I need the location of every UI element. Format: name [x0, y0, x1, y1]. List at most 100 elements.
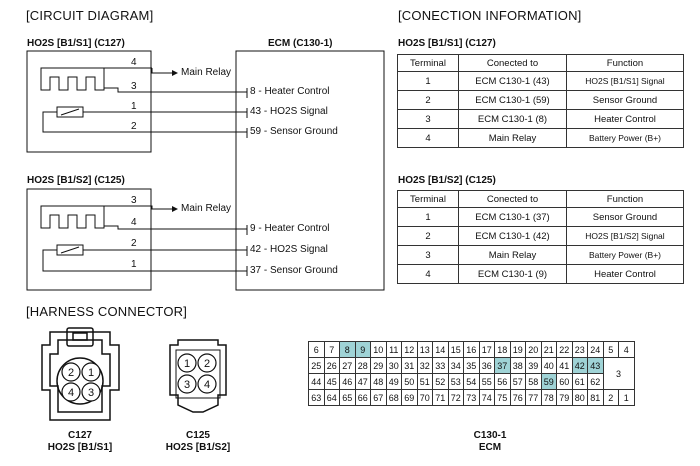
ecm-pin-cell: 23 — [571, 341, 588, 358]
s2-ecm-pin-label: 9 - Heater Control — [250, 223, 330, 234]
ecm-pin-cell: 2 — [602, 389, 619, 406]
ecm-pin-cell: 66 — [354, 389, 371, 406]
ecm-pin-cell: 73 — [463, 389, 480, 406]
ecm-pin-cell: 80 — [571, 389, 588, 406]
table-row: 1 ECM C130-1 (43) HO2S [B1/S1] Signal — [397, 71, 684, 91]
ecm-pin-cell: 30 — [385, 357, 402, 374]
cell: Main Relay — [458, 128, 567, 148]
ecm-pin-cell: 70 — [416, 389, 433, 406]
ecm-pin-cell: 63 — [308, 389, 325, 406]
ecm-pin-cell: 35 — [463, 357, 480, 374]
ecm-pin-cell: 41 — [556, 357, 573, 374]
cell: 4 — [397, 264, 459, 284]
ecm-caption: C130-1 ECM — [440, 430, 540, 454]
c127-pin-label: 4 — [68, 387, 74, 399]
ecm-pin-cell: 34 — [447, 357, 464, 374]
ecm-pin-cell: 37 — [494, 357, 511, 374]
ecm-pin-cell: 50 — [401, 373, 418, 390]
ecm-pin-cell: 5 — [602, 341, 619, 358]
ecm-pin-cell: 1 — [618, 389, 635, 406]
ecm-pin-cell: 36 — [478, 357, 495, 374]
ecm-pin-cell: 21 — [540, 341, 557, 358]
ecm-pin-cell: 72 — [447, 389, 464, 406]
ecm-caption-name: ECM — [478, 442, 502, 453]
ecm-pin-cell: 39 — [525, 357, 542, 374]
c125-caption-id: C125 — [186, 430, 210, 441]
c127-pin — [61, 362, 81, 382]
s1-wire-num: 4 — [131, 57, 137, 68]
ecm-pin-cell: 46 — [339, 373, 356, 390]
ecm-pin-cell: 69 — [401, 389, 418, 406]
c127-pin-label: 3 — [88, 387, 94, 399]
ecm-pin-cell: 68 — [385, 389, 402, 406]
c125-caption: C125 HO2S [B1/S2] — [148, 430, 248, 454]
c125-pin — [197, 353, 217, 373]
ecm-pin-cell: 8 — [339, 341, 356, 358]
s2-wire-num: 1 — [131, 259, 137, 270]
s2-sensor-title: HO2S [B1/S2] (C125) — [27, 175, 125, 186]
table-row: 4 Main Relay Battery Power (B+) — [397, 128, 684, 148]
ecm-pin-cell: 31 — [401, 357, 418, 374]
ecm-pin-cell: 67 — [370, 389, 387, 406]
table2-title: HO2S [B1/S2] (C125) — [398, 175, 496, 186]
s2-ecm-pin-label: 42 - HO2S Signal — [250, 244, 328, 255]
connection-info-heading: [CONECTION INFORMATION] — [398, 8, 582, 23]
ecm-pin-cell: 81 — [587, 389, 604, 406]
c125-pin-label: 1 — [184, 358, 190, 370]
ecm-pin-cell: 57 — [509, 373, 526, 390]
c125-pin — [177, 353, 197, 373]
circuit-diagram-heading: [CIRCUIT DIAGRAM] — [26, 8, 154, 23]
s2-ecm-pin-label: 37 - Sensor Ground — [250, 265, 338, 276]
ecm-pin-cell: 16 — [463, 341, 480, 358]
ecm-pin-cell: 44 — [308, 373, 325, 390]
ecm-caption-id: C130-1 — [473, 430, 507, 441]
ecm-pin-cell: 64 — [323, 389, 340, 406]
ecm-pin-cell: 29 — [370, 357, 387, 374]
s1-wire-num: 3 — [131, 81, 137, 92]
ecm-pin-cell: 58 — [525, 373, 542, 390]
ecm-pin-cell: 76 — [509, 389, 526, 406]
ecm-pin-cell: 6 — [308, 341, 325, 358]
ecm-pin-cell: 19 — [509, 341, 526, 358]
ecm-pin-cell: 55 — [478, 373, 495, 390]
ecm-pin-cell: 59 — [540, 373, 557, 390]
table1-title: HO2S [B1/S1] (C127) — [398, 38, 496, 49]
s2-wire-num: 4 — [131, 217, 137, 228]
c127-caption: C127 HO2S [B1/S1] — [30, 430, 130, 454]
c127-pin — [81, 382, 101, 402]
s1-wire-num: 2 — [131, 121, 137, 132]
ecm-title: ECM (C130-1) — [268, 38, 333, 49]
ecm-pin-cell: 56 — [494, 373, 511, 390]
c125-caption-name: HO2S [B1/S2] — [165, 442, 231, 453]
ecm-pin-cell: 20 — [525, 341, 542, 358]
ecm-pin-cell: 25 — [308, 357, 325, 374]
ecm-pin-cell: 18 — [494, 341, 511, 358]
ecm-pin-cell: 40 — [540, 357, 557, 374]
s1-heater-element — [40, 75, 105, 91]
ecm-pin-cell: 9 — [354, 341, 371, 358]
table-row: 1 ECM C130-1 (37) Sensor Ground — [397, 207, 684, 227]
ecm-pin-cell: 22 — [556, 341, 573, 358]
ecm-pin-cell: 11 — [385, 341, 402, 358]
ecm-pin-cell: 24 — [587, 341, 604, 358]
table-row: 4 ECM C130-1 (9) Heater Control — [397, 264, 684, 284]
ecm-pin-cell: 48 — [370, 373, 387, 390]
s1-main-relay-label: Main Relay — [181, 67, 232, 78]
ecm-pin-cell: 45 — [323, 373, 340, 390]
ecm-pin-cell: 38 — [509, 357, 526, 374]
ecm-pin-cell: 54 — [463, 373, 480, 390]
harness-connector-heading: [HARNESS CONNECTOR] — [26, 304, 188, 319]
table-row: 2 ECM C130-1 (59) Sensor Ground — [397, 90, 684, 110]
c127-pin-label: 2 — [68, 367, 74, 379]
ecm-pin-cell: 12 — [401, 341, 418, 358]
ecm-box — [235, 50, 385, 291]
ecm-pin-cell: 15 — [447, 341, 464, 358]
ecm-pin-cell: 42 — [571, 357, 588, 374]
ecm-pin-cell: 47 — [354, 373, 371, 390]
ecm-pin-cell: 4 — [618, 341, 635, 358]
